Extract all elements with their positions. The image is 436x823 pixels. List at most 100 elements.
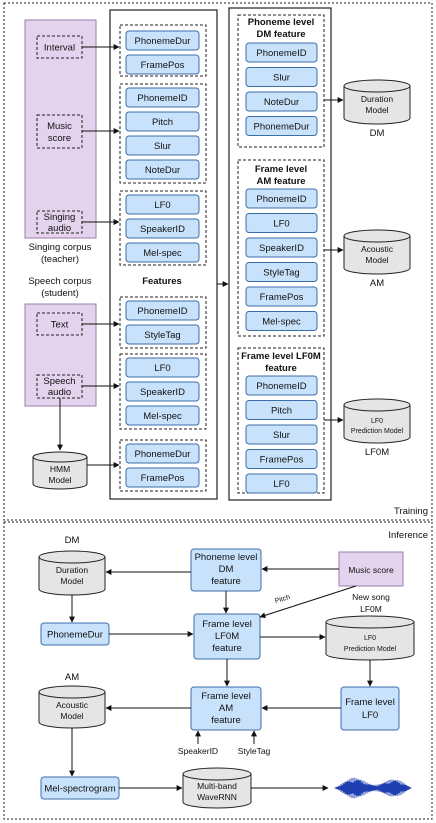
feature-g2-item-0-label: PhonemeID: [137, 93, 187, 104]
feature-g1-item-1: FramePos: [125, 54, 200, 75]
infer-phoneme-dm-feature: Phoneme level DM feature: [190, 548, 262, 592]
dm-group-title-2: DM feature: [256, 29, 305, 40]
dm-group-item-0: PhonemeID: [245, 42, 318, 63]
singing-audio-label-2: audio: [48, 223, 71, 234]
speech-corpus-caption-1: Speech corpus: [28, 276, 92, 287]
feature-g5-item-0-label: LF0: [154, 363, 170, 374]
feature-group-2: [119, 83, 207, 184]
feature-group-4: [119, 296, 207, 349]
feature-g3-item-1-label: SpeakerID: [140, 224, 185, 235]
feature-g1-item-1-label: FramePos: [141, 60, 185, 71]
speech-audio-label-2: audio: [48, 387, 71, 398]
wavernn-label-1: Multi-band: [197, 781, 237, 791]
feature-group-5: [119, 353, 207, 430]
infer-am-feat-1: Frame level: [201, 691, 251, 702]
am-group-item-1-label: LF0: [273, 219, 289, 230]
am-group-item-3: StyleTag: [245, 262, 318, 282]
infer-am-label-2: Model: [60, 711, 83, 721]
feature-g2-item-3: NoteDur: [125, 159, 200, 180]
right-feature-items: PhonemeIDSlurNoteDurPhonemeDurPhonemeIDL…: [245, 42, 318, 494]
am-group-item-4-label: FramePos: [260, 292, 304, 303]
acoustic-model-infer: AM Acoustic Model: [38, 672, 106, 729]
lf0-prediction-model-train: LF0 Prediction Model LF0M: [343, 398, 411, 458]
feature-g4-item-0: PhonemeID: [125, 300, 200, 321]
dm-group-item-1: Slur: [245, 67, 318, 87]
middle-feature-items: PhonemeDurFramePosPhonemeIDPitchSlurNote…: [125, 30, 200, 488]
am-group-item-2: SpeakerID: [245, 237, 318, 258]
am-group-item-4: FramePos: [245, 286, 318, 307]
lf0-prediction-model-infer: LF0 Prediction Model: [325, 615, 415, 661]
feature-g6-item-1: FramePos: [125, 467, 200, 488]
lf0m-group-item-1-label: Pitch: [271, 406, 292, 417]
inference-frame: [3, 521, 433, 820]
infer-lf0m-feat-1: Frame level: [202, 619, 252, 630]
lf0m-group-item-3-label: FramePos: [260, 455, 304, 466]
infer-styletag-label: StyleTag: [238, 746, 271, 756]
feature-g1-item-0: PhonemeDur: [125, 30, 200, 51]
infer-speakerid-label: SpeakerID: [178, 746, 218, 756]
lf0m-label-1: LF0: [371, 418, 383, 425]
feature-group-6: [119, 439, 207, 492]
feature-g2-item-2-label: Slur: [154, 141, 171, 152]
feature-g2-item-2: Slur: [125, 135, 200, 156]
training-arrows: [57, 44, 344, 468]
infer-phoneme-dm-3: feature: [211, 576, 241, 587]
lf0m-group-item-2-label: Slur: [273, 430, 290, 441]
lf0m-group-title-2: feature: [265, 363, 297, 374]
infer-mel-spectrogram: Mel-spectrogram: [40, 776, 120, 800]
features-title: Features: [142, 276, 182, 287]
am-label-2: Model: [365, 255, 388, 265]
feature-g5-item-2: Mel-spec: [125, 405, 200, 426]
infer-dm-caption: DM: [65, 535, 80, 546]
feature-g5-item-2-label: Mel-spec: [143, 411, 182, 422]
hmm-model: HMM Model: [32, 451, 88, 490]
feature-g5-item-0: LF0: [125, 357, 200, 378]
inference-section-label: Inference: [388, 530, 428, 541]
am-group-item-5-label: Mel-spec: [262, 317, 301, 328]
dm-group-title-1: Phoneme level: [248, 17, 315, 28]
infer-am-label-1: Acoustic: [56, 700, 89, 710]
speech-audio-label-1: Speech: [43, 376, 75, 387]
feature-g2-item-0: PhonemeID: [125, 87, 200, 108]
am-group-item-0-label: PhonemeID: [256, 194, 306, 205]
lf0m-caption: LF0M: [365, 447, 389, 458]
lf0m-group-item-3: FramePos: [245, 449, 318, 469]
feature-g2-item-3-label: NoteDur: [145, 165, 180, 176]
feature-group-1: [119, 24, 207, 77]
infer-phonemedur: PhonemeDur: [40, 622, 110, 646]
text-label: Text: [51, 320, 69, 331]
audio-waveform-icon: [334, 777, 412, 799]
infer-am-feat-3: feature: [211, 715, 241, 726]
hmm-label-2: Model: [48, 475, 71, 485]
dm-feature-group: [237, 14, 325, 148]
training-section-label: Training: [394, 506, 428, 517]
lf0m-group-title-1: Frame level LF0M: [241, 351, 321, 362]
music-score-label-2: score: [48, 133, 71, 144]
feature-g1-item-0-label: PhonemeDur: [135, 36, 191, 47]
am-group-item-1: LF0: [245, 213, 318, 233]
dm-group-item-2-label: NoteDur: [264, 97, 299, 108]
infer-pitch-label: Pitch: [274, 594, 291, 605]
am-label-1: Acoustic: [361, 244, 394, 254]
am-group-item-3-label: StyleTag: [263, 268, 299, 279]
wavernn-model: Multi-band WaveRNN: [182, 767, 252, 809]
dm-label-2: Model: [365, 105, 388, 115]
dm-group-item-0-label: PhonemeID: [256, 48, 306, 59]
singing-corpus-caption-2: (teacher): [41, 254, 79, 265]
dm-group-item-1-label: Slur: [273, 73, 290, 84]
infer-phoneme-dm-2: DM: [219, 564, 234, 575]
dm-caption: DM: [370, 128, 385, 139]
infer-lf0m-feature: Frame level LF0M feature: [193, 613, 261, 660]
singing-corpus-caption-1: Singing corpus: [29, 242, 92, 253]
wavernn-label-2: WaveRNN: [197, 792, 237, 802]
infer-frame-lf0-1: Frame level: [345, 697, 395, 708]
infer-dm-label-1: Duration: [56, 565, 88, 575]
infer-lf0m-feat-3: feature: [212, 643, 242, 654]
feature-g3-item-2-label: Mel-spec: [143, 248, 182, 259]
music-score-label-1: Music: [47, 121, 72, 132]
am-feature-group: [237, 159, 325, 337]
infer-lf0m-feat-2: LF0M: [215, 631, 239, 642]
infer-frame-lf0-2: LF0: [362, 710, 378, 721]
feature-g2-item-1-label: Pitch: [152, 117, 173, 128]
infer-mel-spectrogram-label: Mel-spectrogram: [44, 784, 115, 795]
